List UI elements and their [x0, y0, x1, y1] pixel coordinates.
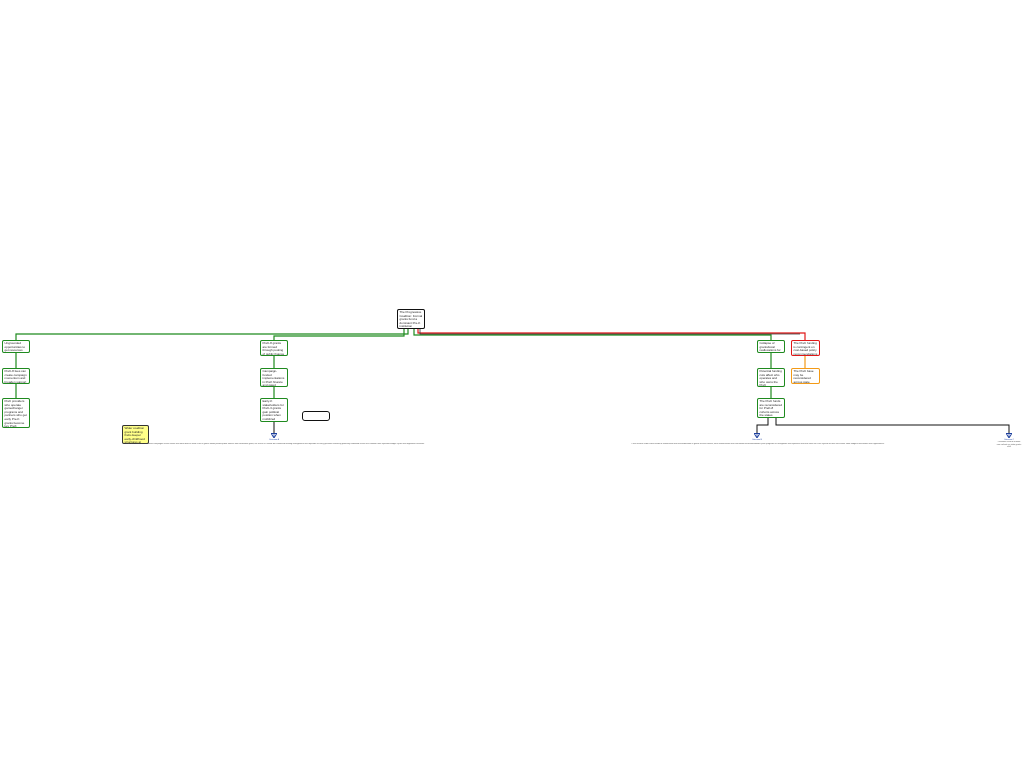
caption-center: Sub-PreK coalitions coordinate campaigns…	[125, 443, 425, 445]
edge-root-red	[417, 329, 806, 340]
red-node[interactable]: The PreK funding is contingent on cost-b…	[791, 340, 820, 356]
terminal-bar-icon	[271, 433, 277, 435]
left-node-3-text: PreK providers who operate gamechanger p…	[4, 399, 27, 428]
edge-root-left	[15, 329, 409, 340]
orange-node-text: The PreK base may be reconsidered across…	[793, 369, 814, 384]
terminal-center[interactable]: Outcome A	[269, 433, 279, 441]
terminal-right-a-label: Outcome B	[751, 439, 762, 441]
center-node-2-text: Campaign-funded implementations in PreK …	[262, 369, 285, 387]
caption-right: PreK finance under stress leads to reall…	[631, 443, 885, 445]
right-node-2-text: Potential funding cuts affect who operat…	[759, 369, 782, 387]
right-node-1[interactable]: Collapse of grants/local reallocations f…	[757, 340, 785, 353]
edge-root-dark	[419, 329, 800, 335]
yellow-note-text: Wider coalition grant building finds dee…	[124, 426, 145, 444]
caption-far-right: Coalitions re-form around new cohorts as…	[996, 441, 1022, 449]
terminal-bar-icon	[754, 433, 760, 435]
left-node-3[interactable]: PreK providers who operate gamechanger p…	[2, 398, 30, 428]
terminal-right-b-label: Outcome C	[1003, 439, 1015, 441]
terminal-right-a[interactable]: Outcome B	[752, 433, 762, 441]
edge-root-center	[273, 329, 405, 340]
left-node-1[interactable]: Ungrounded opportunities to get resource…	[2, 340, 30, 353]
terminal-right-b[interactable]: Outcome C	[1004, 433, 1014, 441]
terminal-bar-icon	[1006, 433, 1012, 435]
yellow-note[interactable]: Wider coalition grant building finds dee…	[122, 425, 149, 444]
right-node-3[interactable]: The PreK funds are reconsidered for PreK…	[757, 398, 785, 418]
left-node-2[interactable]: PreK-8 fees can create campaign momentum…	[2, 368, 30, 384]
center-node-3-text: Early-K stakeholders for PreK-3 grants g…	[262, 399, 284, 421]
terminal-center-label: Outcome A	[269, 439, 279, 441]
left-node-1-text: Ungrounded opportunities to get resource…	[4, 341, 26, 353]
root-node-text: The Progressive Coalition: Formal grants…	[399, 310, 423, 329]
terminal-legs-icon	[1006, 434, 1012, 439]
empty-box[interactable]	[302, 411, 330, 421]
orange-node[interactable]: The PreK base may be reconsidered across…	[791, 368, 820, 384]
center-node-1[interactable]: PreK-8 grants are formed through pooling…	[260, 340, 288, 356]
root-node[interactable]: The Progressive Coalition: Formal grants…	[397, 309, 425, 329]
right-node-2[interactable]: Potential funding cuts affect who operat…	[757, 368, 785, 387]
center-node-2[interactable]: Campaign-funded implementations in PreK …	[260, 368, 288, 387]
right-node-1-text: Collapse of grants/local reallocations f…	[759, 341, 781, 353]
left-node-2-text: PreK-8 fees can create campaign momentum…	[4, 369, 27, 384]
edge-right-terminal-a	[756, 418, 769, 433]
terminal-legs-icon	[754, 434, 760, 439]
center-node-1-text: PreK-8 grants are formed through pooling…	[262, 341, 285, 356]
red-node-text: The PreK funding is contingent on cost-b…	[793, 341, 818, 356]
center-node-3[interactable]: Early-K stakeholders for PreK-3 grants g…	[260, 398, 288, 422]
edge-right-terminal-b	[775, 418, 1010, 433]
right-node-3-text: The PreK funds are reconsidered for PreK…	[759, 399, 783, 418]
edge-root-right	[413, 329, 772, 340]
terminal-legs-icon	[271, 434, 277, 439]
